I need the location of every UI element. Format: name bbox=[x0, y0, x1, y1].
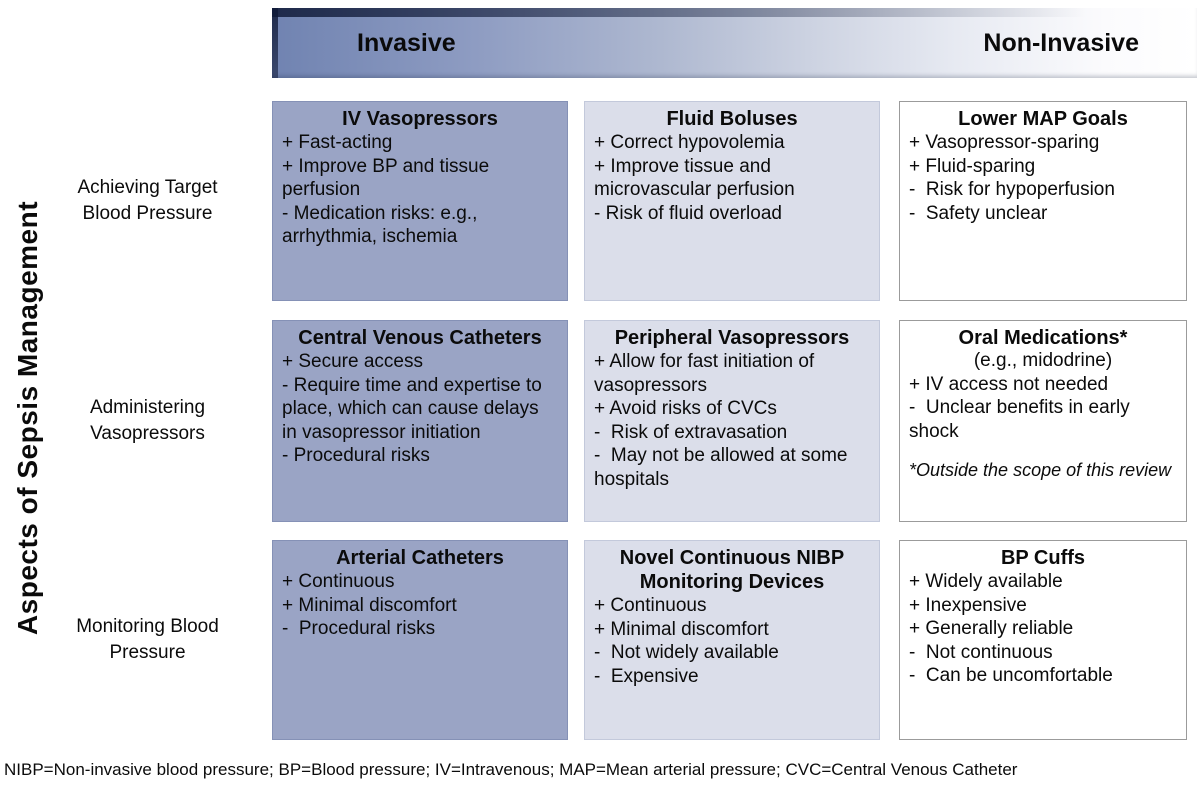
card-title: Novel Continuous NIBP Monitoring Devices bbox=[619, 547, 845, 593]
card-subtitle: (e.g., midodrine) bbox=[973, 350, 1113, 371]
card-line: - Can be uncomfortable bbox=[909, 665, 1113, 687]
card-line: + Continuous bbox=[594, 595, 707, 616]
card-line: + Continuous bbox=[282, 571, 395, 592]
card-line: + Fast-acting bbox=[282, 132, 393, 153]
card-line: + Improve tissue and microvascular perfu… bbox=[594, 155, 795, 201]
card-line: - Risk of fluid overload bbox=[594, 202, 782, 224]
card-line: + Correct hypovolemia bbox=[594, 132, 785, 153]
card-arterial-catheters: Arterial Catheters + Continuous+ Minimal… bbox=[272, 540, 568, 740]
card-line: - Procedural risks bbox=[282, 618, 436, 640]
card-body: + Continuous+ Minimal discomfort- Not wi… bbox=[594, 594, 870, 688]
card-iv-vasopressors: IV Vasopressors + Fast-acting+ Improve B… bbox=[272, 101, 568, 301]
card-line: - Procedural risks bbox=[282, 445, 430, 467]
card-central-venous-catheters: Central Venous Catheters + Secure access… bbox=[272, 320, 568, 522]
card-body: + Correct hypovolemia+ Improve tissue an… bbox=[594, 131, 870, 225]
card-body: + IV access not needed- Unclear benefits… bbox=[909, 373, 1177, 444]
card-lower-map-goals: Lower MAP Goals + Vasopressor-sparing+ F… bbox=[899, 101, 1187, 301]
card-footnote: *Outside the scope of this review bbox=[909, 460, 1172, 481]
card-title: IV Vasopressors bbox=[342, 108, 498, 130]
row-label-administering-vasopressors: Administering Vasopressors bbox=[89, 397, 206, 444]
card-line: - Medication risks: e.g., arrhythmia, is… bbox=[282, 202, 483, 248]
abbreviations-footer: NIBP=Non-invasive blood pressure; BP=Blo… bbox=[4, 760, 1018, 779]
row-label-monitoring-bp: Monitoring Blood Pressure bbox=[76, 616, 219, 663]
card-line: - Not widely available bbox=[594, 642, 779, 664]
card-oral-medications: Oral Medications* (e.g., midodrine) + IV… bbox=[899, 320, 1187, 522]
card-line: - Unclear benefits in early shock bbox=[909, 397, 1135, 442]
card-line: - Risk for hypoperfusion bbox=[909, 179, 1115, 201]
card-line: + Generally reliable bbox=[909, 618, 1074, 640]
card-title: Oral Medications* bbox=[958, 327, 1128, 349]
row-label-achieving-target-bp: Achieving Target Blood Pressure bbox=[77, 177, 218, 224]
non-invasive-label: Non-Invasive bbox=[983, 28, 1139, 57]
card-line: + Inexpensive bbox=[909, 594, 1027, 616]
card-peripheral-vasopressors: Peripheral Vasopressors + Allow for fast… bbox=[584, 320, 880, 522]
card-body: + Allow for fast initiation of vasopress… bbox=[594, 350, 870, 491]
card-line: + Avoid risks of CVCs bbox=[594, 398, 777, 420]
card-line: + Secure access bbox=[282, 351, 423, 372]
card-line: - Require time and expertise to place, w… bbox=[282, 374, 548, 443]
card-body: + Continuous+ Minimal discomfort- Proced… bbox=[282, 570, 558, 641]
card-line: + Allow for fast initiation of vasopress… bbox=[594, 351, 820, 396]
card-body: + Widely available+ Inexpensive+ General… bbox=[909, 570, 1177, 688]
card-bp-cuffs: BP Cuffs + Widely available+ Inexpensive… bbox=[899, 540, 1187, 740]
card-line: - Risk of extravasation bbox=[594, 421, 788, 443]
card-title: Fluid Boluses bbox=[666, 108, 798, 130]
card-line: + IV access not needed bbox=[909, 373, 1109, 395]
card-title: Lower MAP Goals bbox=[958, 108, 1128, 130]
card-line: + Minimal discomfort bbox=[282, 594, 457, 616]
card-body: + Fast-acting+ Improve BP and tissue per… bbox=[282, 131, 558, 249]
card-line: + Widely available bbox=[909, 571, 1063, 592]
card-line: - Expensive bbox=[594, 665, 699, 687]
card-line: + Fluid-sparing bbox=[909, 155, 1036, 177]
card-line: + Vasopressor-sparing bbox=[909, 132, 1100, 153]
card-body: + Secure access- Require time and expert… bbox=[282, 350, 558, 468]
card-line: - May not be allowed at some hospitals bbox=[594, 445, 853, 490]
card-line: + Improve BP and tissue perfusion bbox=[282, 155, 495, 201]
invasiveness-gradient-bar: Invasive Non-Invasive bbox=[272, 8, 1197, 78]
card-line: + Minimal discomfort bbox=[594, 618, 769, 640]
card-body: + Vasopressor-sparing+ Fluid-sparing- Ri… bbox=[909, 131, 1177, 225]
card-novel-continuous-nibp: Novel Continuous NIBP Monitoring Devices… bbox=[584, 540, 880, 740]
card-title: Central Venous Catheters bbox=[298, 327, 542, 349]
card-title: Peripheral Vasopressors bbox=[614, 327, 850, 349]
card-line: - Not continuous bbox=[909, 641, 1053, 663]
card-fluid-boluses: Fluid Boluses + Correct hypovolemia+ Imp… bbox=[584, 101, 880, 301]
card-title: BP Cuffs bbox=[1000, 547, 1086, 569]
card-title: Arterial Catheters bbox=[336, 547, 504, 569]
card-line: - Safety unclear bbox=[909, 202, 1048, 224]
invasive-label: Invasive bbox=[357, 28, 456, 57]
